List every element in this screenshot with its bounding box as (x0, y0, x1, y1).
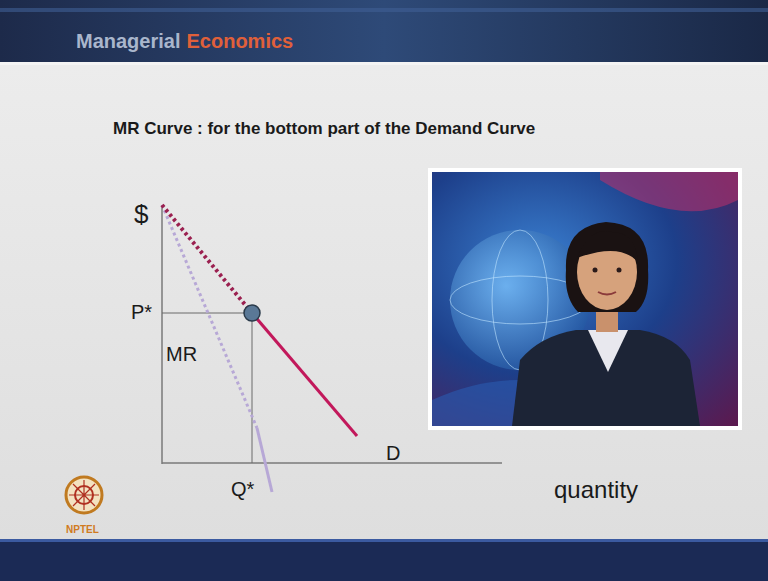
header-word: Managerial (76, 30, 180, 52)
bottom-bar (0, 539, 768, 581)
logo-text: NPTEL (66, 524, 99, 535)
header-word: Economics (186, 30, 293, 52)
slide-body (0, 65, 768, 539)
equilibrium-point (244, 305, 260, 321)
demand-curve-solid (252, 313, 357, 436)
slide-title: MR Curve : for the bottom part of the De… (113, 120, 535, 139)
curve-label: D (386, 442, 400, 464)
demand-curve-dotted (162, 205, 252, 313)
axis-label: $ (134, 200, 148, 229)
axis-label: quantity (554, 477, 638, 503)
quantity-guide (252, 313, 253, 463)
video-background (432, 172, 738, 426)
presenter (512, 330, 700, 426)
top-banner (0, 0, 768, 64)
price-label: P* (131, 301, 152, 323)
video-frame (428, 168, 742, 430)
y-axis (161, 205, 163, 464)
mr-curve-solid (257, 428, 272, 492)
quantity-label: Q* (231, 478, 254, 500)
x-axis (162, 462, 502, 464)
nptel-emblem (66, 477, 102, 513)
mr-curve-dotted (162, 205, 257, 428)
curve-label: MR (166, 343, 197, 365)
